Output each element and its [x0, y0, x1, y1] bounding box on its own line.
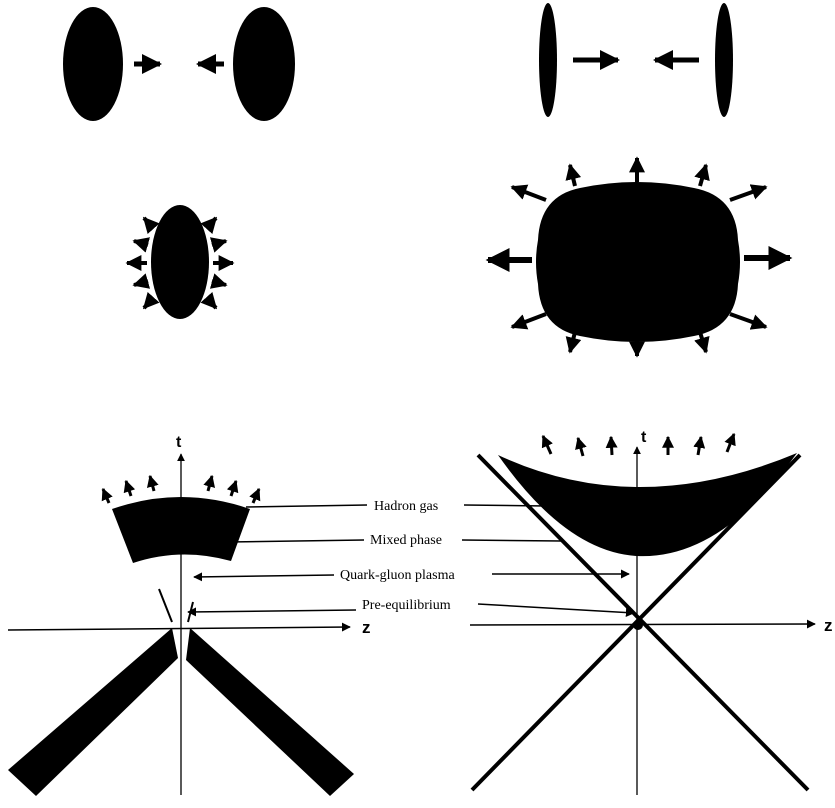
hadron-mixed-shell [112, 497, 250, 563]
pre-eq-arrow-right [478, 604, 634, 613]
mixed-phase-label: Mixed phase [370, 533, 442, 548]
t-axis-label-left: t [176, 434, 182, 451]
freezeout-arrows-right [543, 434, 734, 456]
bjorken-spacetime: z t [470, 429, 833, 795]
low-energy-fireball [127, 205, 233, 319]
fireball-block [536, 182, 740, 342]
z-axis-left [8, 627, 350, 630]
collision-point [633, 620, 643, 630]
pre-eq-arrow-left [188, 610, 356, 612]
nucleus-track-right [186, 628, 354, 796]
contracted-nucleus-left [539, 3, 557, 117]
landau-spacetime: z t [8, 434, 371, 796]
qgp-label: Quark-gluon plasma [340, 568, 455, 583]
nucleus-right [233, 7, 295, 121]
hadron-gas-leader-right [464, 505, 546, 506]
mixed-phase-leader-right [462, 540, 562, 541]
mixed-phase-leader-left [228, 540, 364, 542]
contracted-nucleus-right [715, 3, 733, 117]
high-energy-fireball [488, 158, 790, 356]
pre-eq-label: Pre-equilibrium [362, 598, 451, 613]
qgp-arrow-left [194, 575, 334, 577]
low-energy-approach [63, 7, 295, 121]
z-axis-label-left: z [362, 618, 371, 637]
pre-eq-cone-left [159, 589, 172, 622]
nucleus-left [63, 7, 123, 121]
high-energy-approach [539, 3, 733, 117]
t-axis-label-right: t [641, 429, 647, 446]
z-axis-label-right: z [824, 616, 833, 635]
nucleus-track-left [8, 628, 178, 796]
compound-blob [151, 205, 209, 319]
hadron-gas-label: Hadron gas [374, 499, 438, 514]
hadron-gas-leader-left [246, 505, 367, 507]
